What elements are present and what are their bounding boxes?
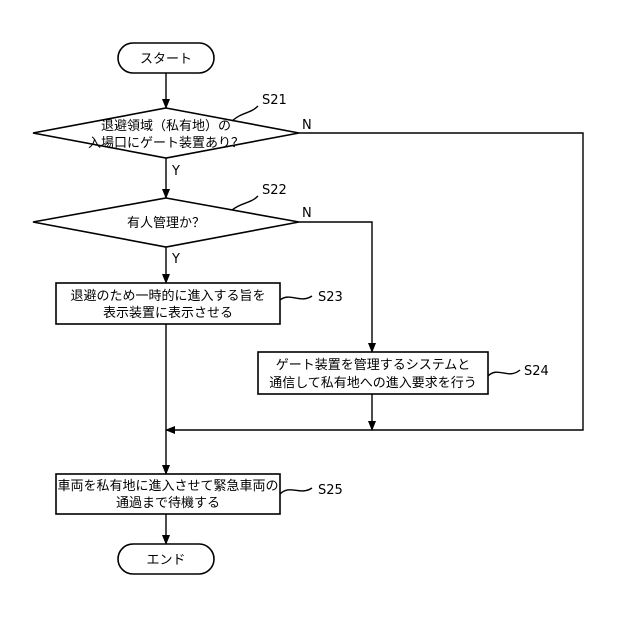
s22-text-line1: 有人管理か？: [127, 216, 205, 231]
end-label: エンド: [146, 553, 185, 568]
connector-s22-no: [299, 222, 372, 352]
s21-step-label: S21: [262, 93, 287, 108]
s21-yes-label: Y: [171, 164, 180, 179]
s22-no-label: N: [302, 206, 312, 221]
s22-step-label: S22: [262, 183, 287, 198]
s22-yes-label: Y: [171, 252, 180, 267]
s21-text-line1: 退避領域（私有地）の: [101, 118, 231, 134]
s25-step-label: S25: [318, 483, 343, 498]
s23-step-label: S23: [318, 290, 343, 305]
s21-no-label: N: [302, 118, 312, 133]
s25-label-leader: [280, 488, 312, 494]
s24-step-label: S24: [524, 364, 549, 379]
s21-text-line2: 入場口にゲート装置あり？: [88, 136, 244, 151]
s23-text-line1: 退避のため一時的に進入する旨を: [70, 288, 265, 304]
s25-text-line1: 車両を私有地に進入させて緊急車両の: [57, 479, 278, 494]
s24-text-line2: 通信して私有地への進入要求を行う: [269, 376, 477, 391]
s24-label-leader: [488, 370, 520, 376]
s23-label-leader: [280, 296, 312, 300]
s25-text-line2: 通過まで待機する: [116, 496, 220, 511]
s22-label-leader: [232, 196, 258, 210]
s21-label-leader: [232, 106, 258, 121]
s24-text-line1: ゲート装置を管理するシステムと: [276, 358, 471, 373]
start-label: スタート: [140, 52, 192, 67]
s23-text-line2: 表示装置に表示させる: [103, 306, 233, 321]
